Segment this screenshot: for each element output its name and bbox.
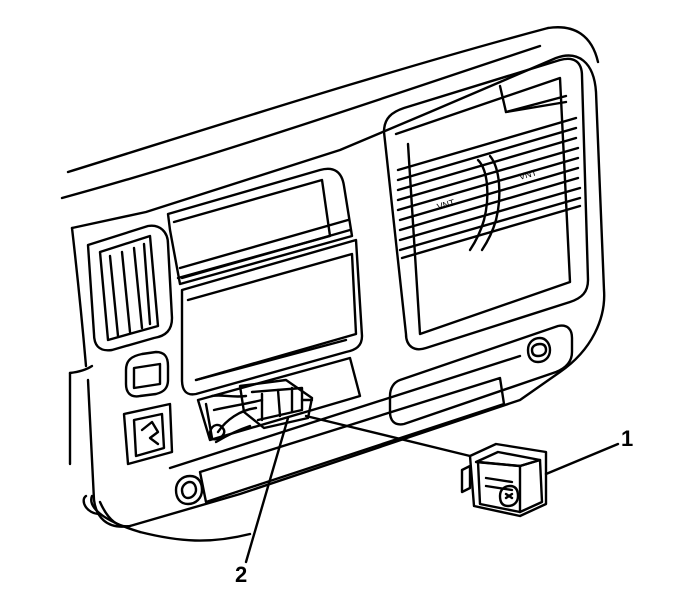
vent-marking-right: VNT	[518, 167, 539, 182]
callout-2-label: 2	[235, 562, 248, 587]
leader-line-part	[304, 414, 472, 458]
callout-2-leader	[244, 416, 290, 564]
left-vent	[86, 224, 174, 352]
switch-module	[460, 442, 548, 518]
panel-lower-tail	[90, 494, 252, 542]
vent-marking-left: VNT	[436, 197, 457, 212]
left-panel-edge	[68, 364, 94, 466]
center-vent-housing	[382, 57, 590, 351]
radio-opening-upper	[166, 167, 354, 286]
bottom-panel-opening	[168, 336, 552, 506]
radio-opening-lower	[180, 238, 364, 396]
left-switch-upper	[124, 350, 170, 398]
callout-1-label: 1	[621, 426, 634, 451]
connector-harness	[208, 378, 314, 444]
lower-center-panel	[388, 324, 574, 426]
dash-top-edge	[60, 26, 600, 200]
center-vent-louvers	[396, 116, 582, 260]
callout-1-leader	[544, 442, 620, 476]
left-switch-lower	[122, 402, 174, 466]
